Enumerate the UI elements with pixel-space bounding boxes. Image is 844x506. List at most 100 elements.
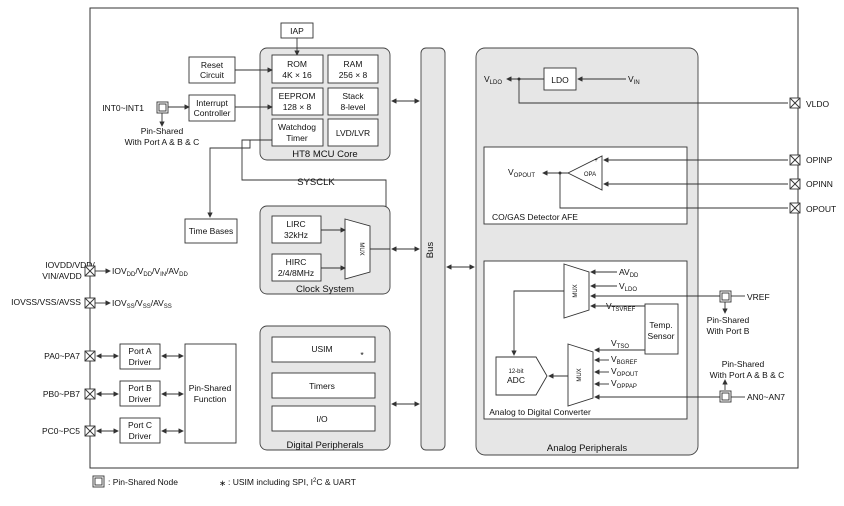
io-label: I/O <box>316 414 328 424</box>
opa-plus: + <box>594 158 598 164</box>
eeprom-label: EEPROM <box>279 91 316 101</box>
reset-label: Reset <box>201 60 224 70</box>
interrupt-box <box>188 94 236 122</box>
port-c-driver <box>119 417 161 444</box>
usim-box <box>271 336 376 363</box>
mux1-in-avdd: AVDD <box>619 267 639 279</box>
pin-shared-function-label-2: Function <box>194 394 227 404</box>
an-shared-label: Pin-Shared <box>722 359 765 369</box>
mux2-in-vopout: VOPOUT <box>611 366 638 378</box>
timers-box <box>271 372 376 399</box>
opa-symbol <box>566 155 603 191</box>
time-bases-box <box>184 218 238 244</box>
lvd-box <box>327 118 379 147</box>
ram-label: RAM <box>344 59 363 69</box>
clock-mux-label: MUX <box>358 242 364 255</box>
port-c-label-2: Driver <box>129 431 152 441</box>
mux2-in-voppap: VOPPAP <box>611 378 637 390</box>
mux2-in-vbgref: VBGREF <box>611 354 638 366</box>
port-a-driver <box>119 343 161 370</box>
pin-shared-function <box>184 343 237 444</box>
eeprom-box <box>271 87 324 116</box>
adc-mux-1-label: MUX <box>573 284 579 297</box>
lvd-label: LVD/LVR <box>336 128 370 138</box>
vopout-label: VOPOUT <box>508 167 535 179</box>
reset-label-2: Circuit <box>200 70 225 80</box>
vldo-pin-label: VLDO <box>806 99 830 109</box>
interrupt-label: Interrupt <box>196 98 228 108</box>
vdd-pin-label: IOVDD/VDD/ <box>45 260 95 270</box>
digital-title: Digital Peripherals <box>286 440 363 451</box>
bus <box>420 47 446 451</box>
ram-size: 256 × 8 <box>339 70 368 80</box>
watchdog-label-2: Timer <box>286 133 308 143</box>
adc-label: ADC <box>507 375 525 385</box>
lirc-label: LIRC <box>286 219 305 229</box>
ldo-label: LDO <box>551 75 569 85</box>
sysclk-label: SYSCLK <box>297 177 335 188</box>
int-pin-label: INT0~INT1 <box>102 103 144 113</box>
rom-size: 4K × 16 <box>282 70 312 80</box>
opout-label: OPOUT <box>806 204 836 214</box>
rom-label: ROM <box>287 59 307 69</box>
pin-vss <box>84 297 96 309</box>
stack-label: Stack <box>342 91 364 101</box>
pa-pin-label: PA0~PA7 <box>44 351 80 361</box>
temp-sensor-label: Temp. <box>649 320 672 330</box>
opinn-label: OPINN <box>806 179 833 189</box>
adc-mux-2-label: MUX <box>577 368 583 381</box>
temp-sensor-label-2: Sensor <box>648 331 675 341</box>
pin-pc <box>84 425 96 437</box>
pin-vldo <box>789 97 801 109</box>
hirc-freq: 2/4/8MHz <box>278 268 314 278</box>
interrupt-label-2: Controller <box>194 108 231 118</box>
pin-pb <box>84 388 96 400</box>
vref-shared-label-2: With Port B <box>707 326 750 336</box>
pin-opout <box>789 202 801 214</box>
time-bases-label: Time Bases <box>189 226 234 236</box>
hirc-label: HIRC <box>286 257 307 267</box>
adc-mux-2 <box>567 343 594 407</box>
legend-star: ∗ <box>219 478 226 488</box>
pb-pin-label: PB0~PB7 <box>43 389 80 399</box>
legend-note: : USIM including SPI, I2C & UART <box>228 477 356 487</box>
port-b-driver <box>119 380 161 407</box>
int-shared-label: Pin-Shared <box>141 126 184 136</box>
adc-12bit <box>495 356 548 396</box>
bus-label: Bus <box>425 242 436 259</box>
pin-opinp <box>789 154 801 166</box>
core-title: HT8 MCU Core <box>292 149 357 160</box>
vldo-label: VLDO <box>484 74 502 86</box>
ram-box <box>327 54 379 84</box>
clock-title: Clock System <box>296 284 354 295</box>
vss-pin-label: IOVSS/VSS/AVSS <box>11 297 81 307</box>
vref-pin-label: VREF <box>747 292 770 302</box>
vtso-label: VTSO <box>611 338 629 350</box>
vss-internal-label: IOVSS/VSS/AVSS <box>112 298 172 310</box>
watchdog-box <box>271 118 324 147</box>
timers-label: Timers <box>309 381 335 391</box>
mux1-in-vldo: VLDO <box>619 281 637 293</box>
lirc-freq: 32kHz <box>284 230 308 240</box>
vdd-internal-label: IOVDD/VDD/VIN/AVDD <box>112 266 188 278</box>
hirc-box <box>271 253 322 282</box>
afe-title: CO/GAS Detector AFE <box>492 212 578 222</box>
opa-label: OPA <box>584 172 596 178</box>
port-a-label-2: Driver <box>129 357 152 367</box>
opinp-label: OPINP <box>806 155 833 165</box>
adc-bits: 12-bit <box>508 369 523 375</box>
legend-node-label: : Pin-Shared Node <box>108 477 178 487</box>
an-pin-label: AN0~AN7 <box>747 392 785 402</box>
pc-pin-label: PC0~PC5 <box>42 426 80 436</box>
pin-vdd <box>84 265 96 277</box>
clock-mux <box>344 218 371 280</box>
vref-shared-label: Pin-Shared <box>707 315 750 325</box>
iap-label: IAP <box>290 26 304 36</box>
usim-label: USIM <box>311 344 332 354</box>
port-b-label-2: Driver <box>129 394 152 404</box>
pin-shared-function-label: Pin-Shared <box>189 383 232 393</box>
pin-opinn <box>789 178 801 190</box>
rom-box <box>271 54 324 84</box>
port-c-label: Port C <box>128 420 152 430</box>
